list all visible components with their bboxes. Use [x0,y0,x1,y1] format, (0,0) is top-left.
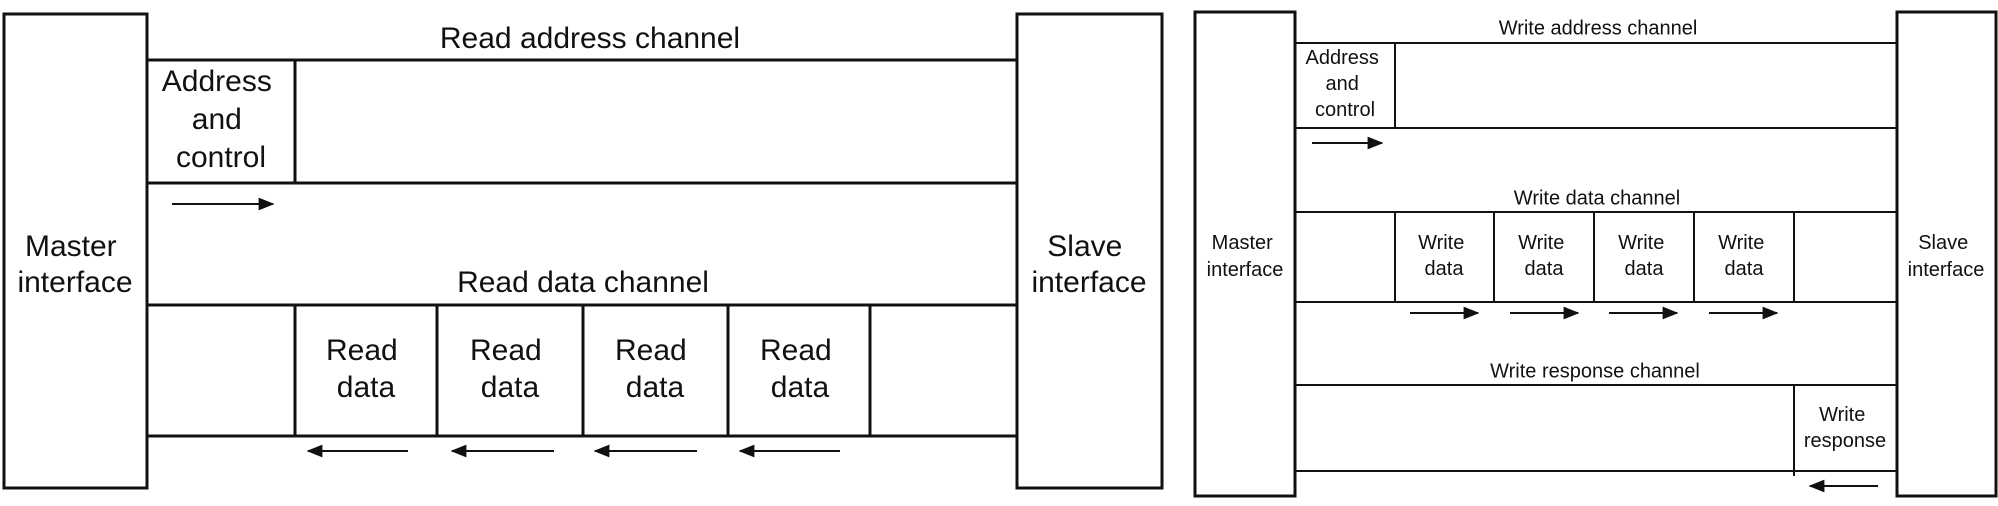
read-data-beat-label: Read data [760,334,840,404]
read-data-beat: Read data [593,334,697,458]
read-data-beat-label: Read data [326,334,406,404]
read-data-beat-label: Read data [615,334,695,404]
read-data-beat: Read data [450,334,554,458]
read-data-channel-label: Read data channel [457,266,709,299]
write-master-interface-box [1193,10,1297,498]
write-address-channel-label: Write address channel [1499,17,1698,39]
write-address-control-label: Address and control [1306,47,1385,121]
read-master-interface-label: Master interface [17,230,132,299]
write-master-interface-label: Master interface [1207,232,1284,281]
read-address-channel [147,58,1017,185]
write-data-beat-label: Write data [1518,232,1570,280]
read-slave-interface-box [1015,12,1164,490]
write-data-beat-label: Write data [1418,232,1470,280]
write-data-beat: Write data [1410,232,1480,320]
write-slave-interface-box [1895,10,1998,498]
write-data-channel [1295,211,1897,303]
write-data-beat: Write data [1609,232,1679,320]
write-response-channel [1295,384,1897,476]
write-data-channel-label: Write data channel [1514,187,1680,209]
write-response-channel-label: Write response channel [1490,360,1700,382]
write-data-beat-label: Write data [1618,232,1670,280]
read-diagram: Master interface Slave interface Read ad… [2,12,1164,490]
write-data-beat-label: Write data [1718,232,1770,280]
read-data-beat-label: Read data [470,334,550,404]
read-data-channel [147,303,1017,438]
read-master-interface-box [2,12,149,490]
read-address-control-label: Address and control [162,65,280,174]
write-diagram: Master interface Slave interface Write a… [1193,10,1998,498]
read-slave-interface-label: Slave interface [1031,230,1146,299]
write-data-beat: Write data [1709,232,1779,320]
write-data-beat: Write data [1510,232,1580,320]
write-response-label: Write response [1804,404,1886,452]
write-address-channel [1295,42,1897,129]
read-data-beat: Read data [306,334,408,458]
read-address-channel-label: Read address channel [440,22,740,55]
write-slave-interface-label: Slave interface [1908,232,1985,281]
read-data-beat: Read data [738,334,840,458]
